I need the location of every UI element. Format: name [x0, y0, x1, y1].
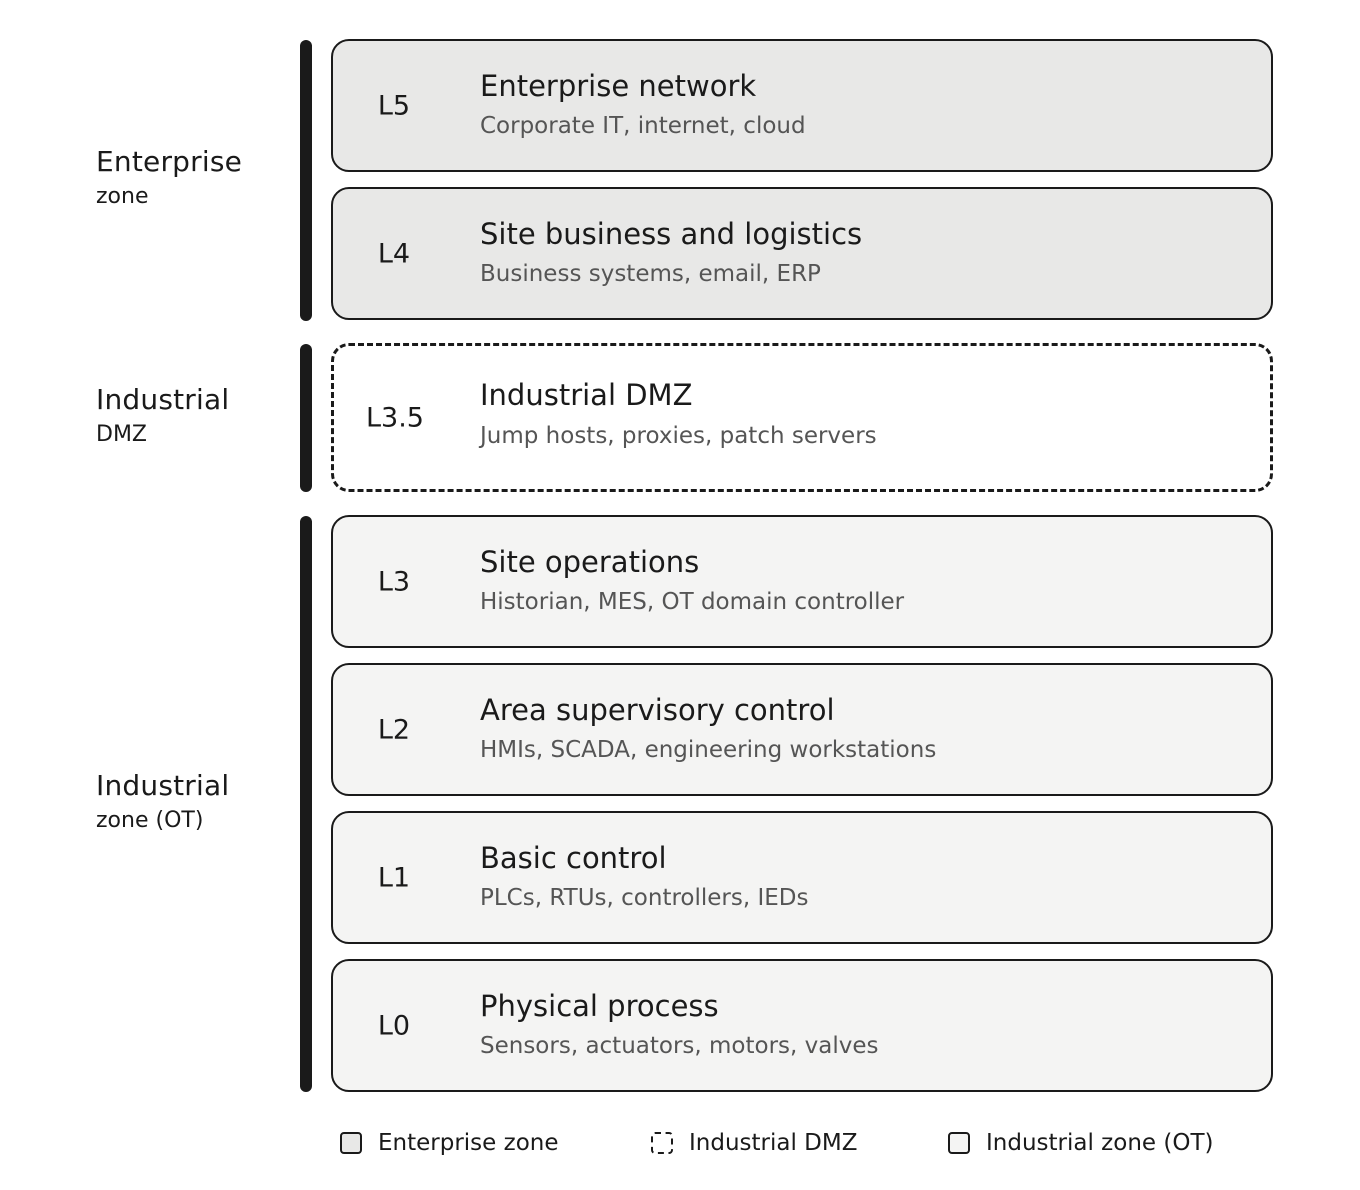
- zone-label-dmz: Industrial DMZ: [96, 386, 229, 446]
- layer-description: Business systems, email, ERP: [480, 261, 821, 287]
- layer-level: L0: [377, 1010, 411, 1041]
- zone-bar-dmz: [300, 344, 312, 492]
- layer-l0: L0 Physical process Sensors, actuators, …: [331, 959, 1273, 1092]
- layer-level: L1: [377, 862, 411, 893]
- layer-title: Enterprise network: [480, 69, 757, 103]
- layer-title: Area supervisory control: [480, 693, 835, 727]
- layer-description: Historian, MES, OT domain controller: [480, 589, 905, 615]
- legend-label: Enterprise zone: [378, 1130, 559, 1156]
- legend-swatch-dashed: [651, 1132, 673, 1154]
- layer-l1: L1 Basic control PLCs, RTUs, controllers…: [331, 811, 1273, 944]
- legend-item-enterprise: Enterprise zone: [340, 1128, 559, 1158]
- zone-bar-enterprise: [300, 40, 312, 321]
- layer-title: Basic control: [480, 841, 667, 875]
- legend-label: Industrial zone (OT): [986, 1130, 1214, 1156]
- zone-label-enterprise: Enterprise zone: [96, 148, 242, 208]
- layer-description: Sensors, actuators, motors, valves: [480, 1033, 879, 1059]
- layer-description: Corporate IT, internet, cloud: [480, 113, 806, 139]
- layer-level: L3: [377, 566, 411, 597]
- zone-label-sub: zone: [96, 184, 149, 209]
- zone-label-sub: zone (OT): [96, 808, 204, 833]
- legend-item-dmz: Industrial DMZ: [651, 1128, 858, 1158]
- legend-swatch-solid: [340, 1132, 362, 1154]
- layer-description: PLCs, RTUs, controllers, IEDs: [480, 885, 809, 911]
- layer-title: Site business and logistics: [480, 217, 863, 251]
- legend-item-ot: Industrial zone (OT): [948, 1128, 1213, 1158]
- layer-level: L5: [377, 90, 411, 121]
- zone-label-main: Industrial: [96, 769, 230, 802]
- zone-bar-ot: [300, 516, 312, 1092]
- layer-description: HMIs, SCADA, engineering workstations: [480, 737, 937, 763]
- layer-l5: L5 Enterprise network Corporate IT, inte…: [331, 39, 1273, 172]
- layer-l3-5: L3.5 Industrial DMZ Jump hosts, proxies,…: [331, 343, 1273, 492]
- legend-swatch-solid: [948, 1132, 970, 1154]
- layer-title: Physical process: [480, 989, 719, 1023]
- legend-label: Industrial DMZ: [689, 1130, 858, 1156]
- layer-l2: L2 Area supervisory control HMIs, SCADA,…: [331, 663, 1273, 796]
- layer-level: L2: [377, 714, 411, 745]
- zone-label-sub: DMZ: [96, 422, 147, 447]
- zone-label-ot: Industrial zone (OT): [96, 772, 229, 832]
- zone-label-main: Enterprise: [96, 145, 243, 178]
- layer-title: Site operations: [480, 545, 700, 579]
- layer-title: Industrial DMZ: [480, 378, 693, 412]
- layer-description: Jump hosts, proxies, patch servers: [480, 423, 877, 449]
- zone-label-main: Industrial: [96, 383, 230, 416]
- layer-l3: L3 Site operations Historian, MES, OT do…: [331, 515, 1273, 648]
- layer-level: L4: [377, 238, 411, 269]
- layer-l4: L4 Site business and logistics Business …: [331, 187, 1273, 320]
- layer-level: L3.5: [366, 402, 424, 433]
